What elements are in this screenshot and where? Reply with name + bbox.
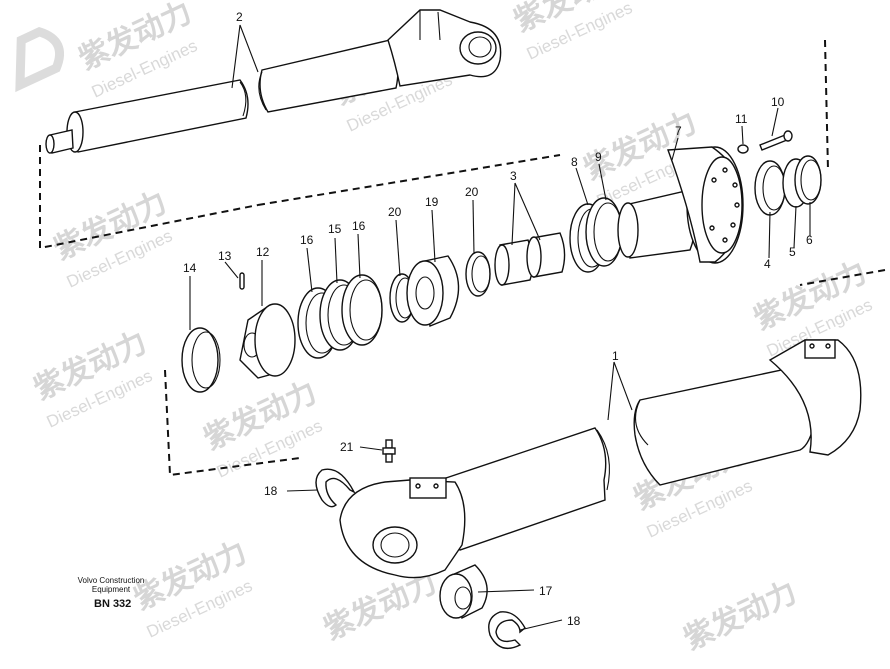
callout-20-left: 20 <box>388 205 402 219</box>
callout-17: 17 <box>539 584 553 598</box>
callout-15: 15 <box>328 222 342 236</box>
callout-14: 14 <box>183 261 197 275</box>
callout-8: 8 <box>571 155 578 169</box>
frame-top-left <box>39 145 259 250</box>
callout-11: 11 <box>735 112 748 126</box>
ring-6 <box>794 155 822 205</box>
bushing-3 <box>494 232 566 286</box>
piston-rod <box>45 9 502 154</box>
callout-19: 19 <box>425 195 439 209</box>
callout-labels: 2 1 3 4 5 6 7 8 9 10 11 12 13 14 15 16 1… <box>183 10 813 628</box>
frame-top-mid <box>257 154 561 206</box>
seal-16-right <box>341 274 383 346</box>
grease-nipple-21 <box>382 439 396 463</box>
cylinder-tube <box>339 339 862 579</box>
ring-4 <box>754 160 786 216</box>
ring-14 <box>181 327 221 393</box>
ring-20-right <box>465 251 491 297</box>
cylinder-head-7 <box>617 146 744 264</box>
ring-9 <box>585 197 623 267</box>
watermark-logo <box>15 27 64 93</box>
leader-lines <box>189 24 811 631</box>
frame-top-right <box>824 39 829 171</box>
washer-11 <box>737 144 749 154</box>
frame-bottom-left <box>164 369 301 477</box>
callout-3: 3 <box>510 169 517 183</box>
callout-18-bottom: 18 <box>567 614 581 628</box>
circlip-18-bottom <box>488 611 526 649</box>
callout-20-right: 20 <box>465 185 479 199</box>
callout-1: 1 <box>612 349 619 363</box>
nut-12 <box>239 303 296 379</box>
bearing-17 <box>439 564 488 620</box>
callout-7: 7 <box>675 124 682 138</box>
circlip-18-top <box>315 468 356 508</box>
callout-6: 6 <box>806 233 813 247</box>
callout-13: 13 <box>218 249 232 263</box>
piston-19 <box>406 255 460 327</box>
callout-16-left: 16 <box>300 233 314 247</box>
callout-5: 5 <box>789 245 796 259</box>
callout-9: 9 <box>595 150 602 164</box>
callout-18-top: 18 <box>264 484 278 498</box>
callout-2: 2 <box>236 10 243 24</box>
bolt-10 <box>759 130 793 151</box>
diagram-caption: Volvo Construction Equipment BN 332 <box>70 576 152 610</box>
caption-company-line2: Equipment <box>91 585 131 594</box>
frame-bottom-right <box>799 269 886 286</box>
caption-code: BN 332 <box>94 598 132 610</box>
callout-12: 12 <box>256 245 270 259</box>
callout-21: 21 <box>340 440 354 454</box>
pin-13 <box>239 272 245 290</box>
callout-16-right: 16 <box>352 219 366 233</box>
watermark-brand-cn: 紫发动力 <box>679 575 803 657</box>
assembly-frames <box>39 39 886 477</box>
callout-4: 4 <box>764 257 771 271</box>
caption-company-line1: Volvo Construction <box>77 576 145 585</box>
callout-10: 10 <box>771 95 785 109</box>
